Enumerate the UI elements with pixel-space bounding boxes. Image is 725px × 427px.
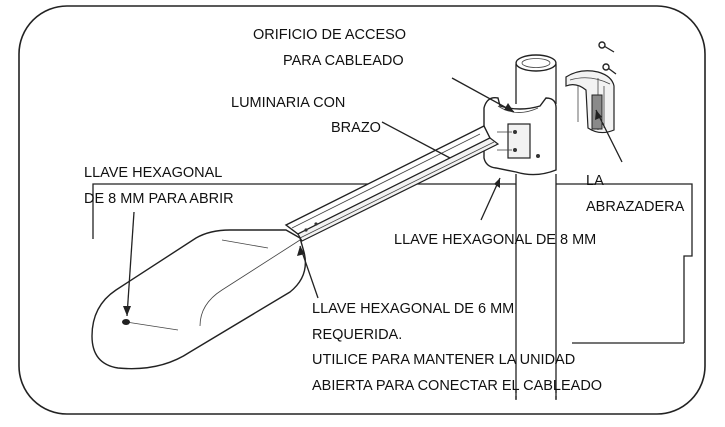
label-access-hole: ORIFICIO DE ACCESO — [253, 27, 406, 43]
label-hex-6mm-2: REQUERIDA. — [312, 327, 402, 343]
label-access-hole-2: PARA CABLEADO — [283, 53, 404, 69]
diagram-frame — [18, 5, 706, 415]
label-clamp: LA — [586, 173, 604, 189]
label-fixture-2: BRAZO — [331, 120, 381, 136]
label-hex-open: LLAVE HEXAGONAL — [84, 165, 222, 181]
label-hex-8mm: LLAVE HEXAGONAL DE 8 MM — [394, 232, 596, 248]
label-hex-6mm-3: UTILICE PARA MANTENER LA UNIDAD — [312, 352, 575, 368]
arrow-heads — [123, 103, 602, 316]
label-clamp-2: ABRAZADERA — [586, 199, 685, 215]
mount-block — [483, 97, 557, 176]
arm — [284, 125, 500, 242]
clamp-part — [565, 70, 615, 134]
label-hex-6mm: LLAVE HEXAGONAL DE 6 MM — [312, 301, 514, 317]
label-hex-open-2: DE 8 MM PARA ABRIR — [84, 191, 234, 207]
label-hex-6mm-4: ABIERTA PARA CONECTAR EL CABLEADO — [312, 378, 602, 394]
label-fixture: LUMINARIA CON — [231, 95, 345, 111]
luminaire-head — [91, 229, 307, 370]
bolts — [598, 41, 617, 75]
inner-frame — [92, 183, 693, 344]
